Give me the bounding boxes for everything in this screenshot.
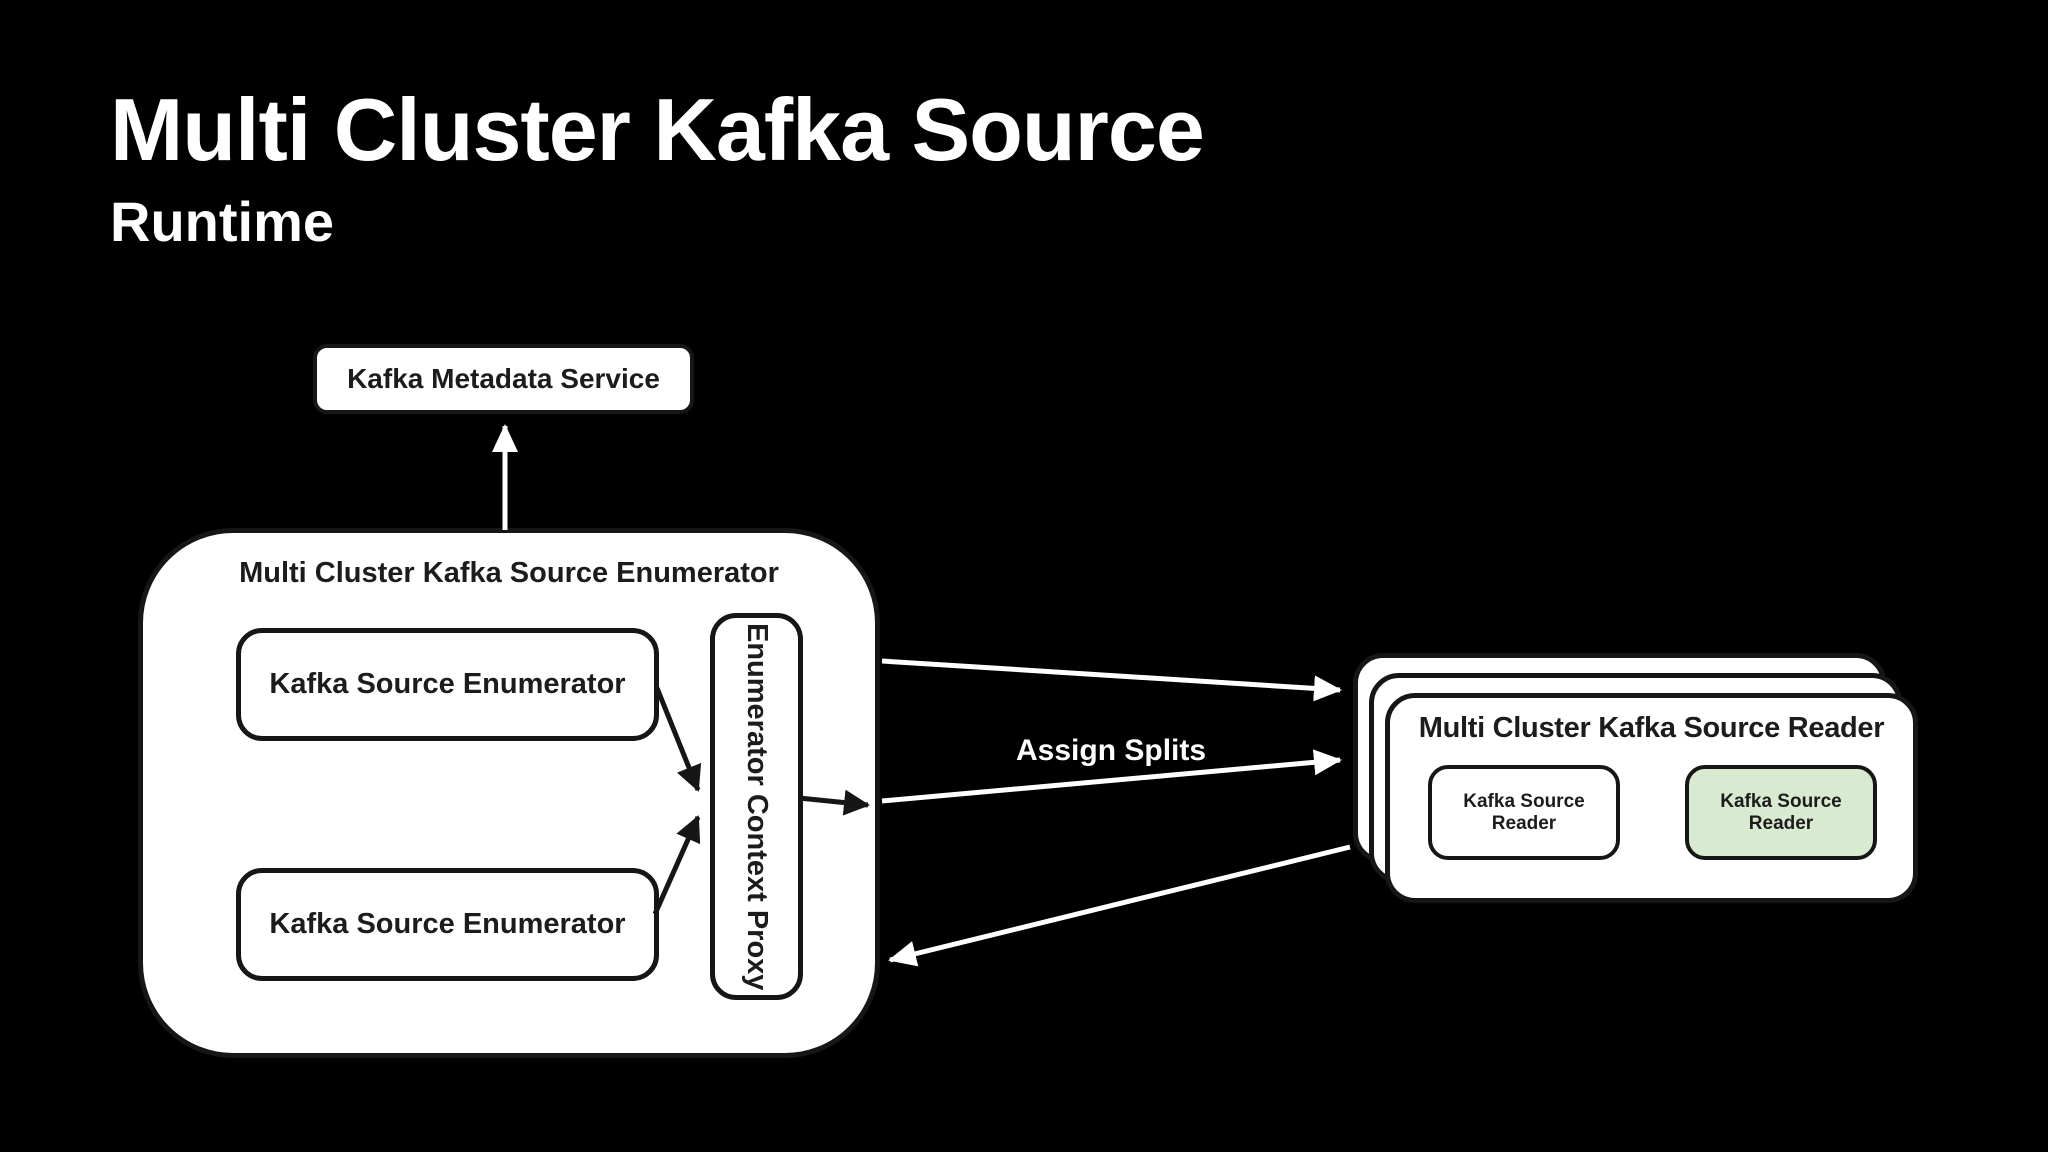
kafka-source-enumerator-node-2: Kafka Source Enumerator <box>236 868 659 981</box>
kafka-source-enumerator-label-1: Kafka Source Enumerator <box>269 668 626 700</box>
kafka-source-reader-label-2: Kafka Source Reader <box>1720 790 1842 834</box>
enumerator-context-proxy-node: Enumerator Context Proxy <box>710 613 803 1000</box>
kafka-metadata-service-label: Kafka Metadata Service <box>347 363 660 394</box>
kafka-source-reader-label-1: Kafka Source Reader <box>1463 790 1585 834</box>
reader-card-title: Multi Cluster Kafka Source Reader <box>1418 712 1885 744</box>
kafka-source-enumerator-node-1: Kafka Source Enumerator <box>236 628 659 741</box>
kafka-source-reader-node-2: Kafka Source Reader <box>1685 765 1877 860</box>
page-subtitle: Runtime <box>110 190 334 253</box>
kafka-source-enumerator-label-2: Kafka Source Enumerator <box>269 908 626 940</box>
kafka-metadata-service-node: Kafka Metadata Service <box>313 344 694 414</box>
arrow-assign-splits-top-icon <box>881 658 1342 702</box>
enumerator-context-proxy-label: Enumerator Context Proxy <box>741 622 773 991</box>
arrow-reader-to-enumerator-icon <box>888 844 1351 967</box>
kafka-source-reader-node-1: Kafka Source Reader <box>1428 765 1620 860</box>
reader-card-front: Multi Cluster Kafka Source Reader Kafka … <box>1385 693 1918 903</box>
page-title: Multi Cluster Kafka Source <box>110 80 1205 179</box>
assign-splits-label: Assign Splits <box>1016 734 1207 767</box>
enumerator-container-label: Multi Cluster Kafka Source Enumerator <box>239 557 779 589</box>
enumerator-container-node: Multi Cluster Kafka Source Enumerator Ka… <box>138 528 880 1058</box>
